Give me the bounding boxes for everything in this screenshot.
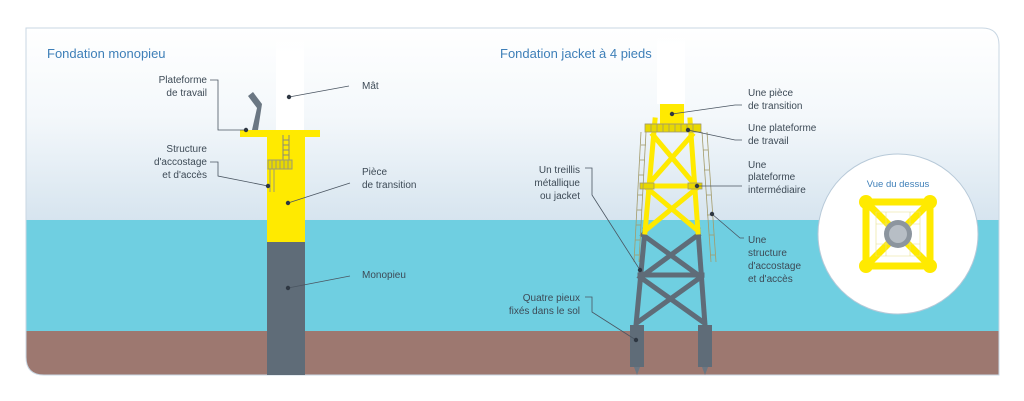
callout-lattice: Un treillis métallique ou jacket	[534, 165, 643, 273]
callout-access: Structure d'accostage et d'accès	[154, 144, 271, 189]
jacket-foundation: Un treillis métallique ou jacket Quatre pi…	[509, 28, 817, 375]
callout-platform: Plateforme de travail	[159, 75, 249, 133]
svg-text:Monopieu: Monopieu	[362, 270, 406, 281]
label-line: Un treillis	[539, 165, 580, 176]
top-view-inset: Vue du dessus	[817, 153, 979, 315]
work-platform	[240, 130, 320, 137]
callout-monopile: Monopieu	[285, 270, 406, 291]
label-line: de transition	[748, 101, 802, 112]
label-line: structure	[748, 248, 787, 259]
title-jacket: Fondation jacket à 4 pieds	[500, 46, 652, 61]
top-view-title: Vue du dessus	[867, 179, 930, 190]
callout-jacket-platform: Une plateforme de travail	[685, 123, 817, 147]
jacket-intermediate-platform-left	[639, 182, 655, 190]
label-line: métallique	[534, 178, 580, 189]
svg-text:Mât: Mât	[362, 81, 379, 92]
label-line: d'accostage	[748, 261, 801, 272]
label-line: Une pièce	[748, 88, 793, 99]
panel-border	[25, 27, 1000, 376]
davit-crane	[248, 92, 262, 130]
label-line: Quatre pieux	[523, 293, 580, 304]
jacket-lattice-lower	[633, 227, 708, 328]
top-view-legs	[859, 195, 937, 273]
label-line: Une	[748, 235, 767, 246]
callout-transition: Pièce de transition	[285, 167, 416, 206]
monopile-foundation: Plateforme de travail Structure d'accostag…	[154, 28, 416, 375]
boat-landing	[267, 159, 293, 192]
label-line: de travail	[166, 88, 207, 99]
label-line: de travail	[748, 136, 789, 147]
monopile	[267, 241, 305, 375]
callout-jacket-access: Une structure d'accostage et d'accès	[709, 211, 801, 285]
label-line: Pièce	[362, 167, 387, 178]
label-line: Structure	[166, 144, 207, 155]
label-line: d'accostage	[154, 157, 207, 168]
jacket-access-ladder	[633, 131, 717, 263]
title-monopile: Fondation monopieu	[47, 46, 166, 61]
pile-right	[698, 325, 712, 367]
label-line: et d'accès	[748, 274, 793, 285]
label-line: intermédiaire	[748, 185, 806, 196]
callout-piles: Quatre pieux fixés dans le sol	[509, 293, 639, 343]
label-line: et d'accès	[162, 170, 207, 181]
transition-piece	[267, 137, 305, 242]
seabed	[26, 331, 999, 375]
jacket-mast	[657, 28, 685, 104]
callout-mast: Mât	[286, 81, 379, 100]
pile-anchors	[634, 367, 708, 375]
top-view-mast-inner	[889, 225, 907, 243]
label-line: fixés dans le sol	[509, 306, 580, 317]
jacket-platform-railing	[645, 123, 701, 132]
label-line: plateforme	[748, 172, 796, 183]
label-line: Une plateforme	[748, 123, 817, 134]
label-line: Une	[748, 160, 767, 171]
label-line: de transition	[362, 180, 416, 191]
pile-left	[630, 325, 644, 367]
label-line: ou jacket	[540, 191, 580, 202]
label-line: Plateforme	[159, 75, 208, 86]
mast	[276, 28, 304, 132]
callout-jacket-transition: Une pièce de transition	[669, 88, 802, 117]
